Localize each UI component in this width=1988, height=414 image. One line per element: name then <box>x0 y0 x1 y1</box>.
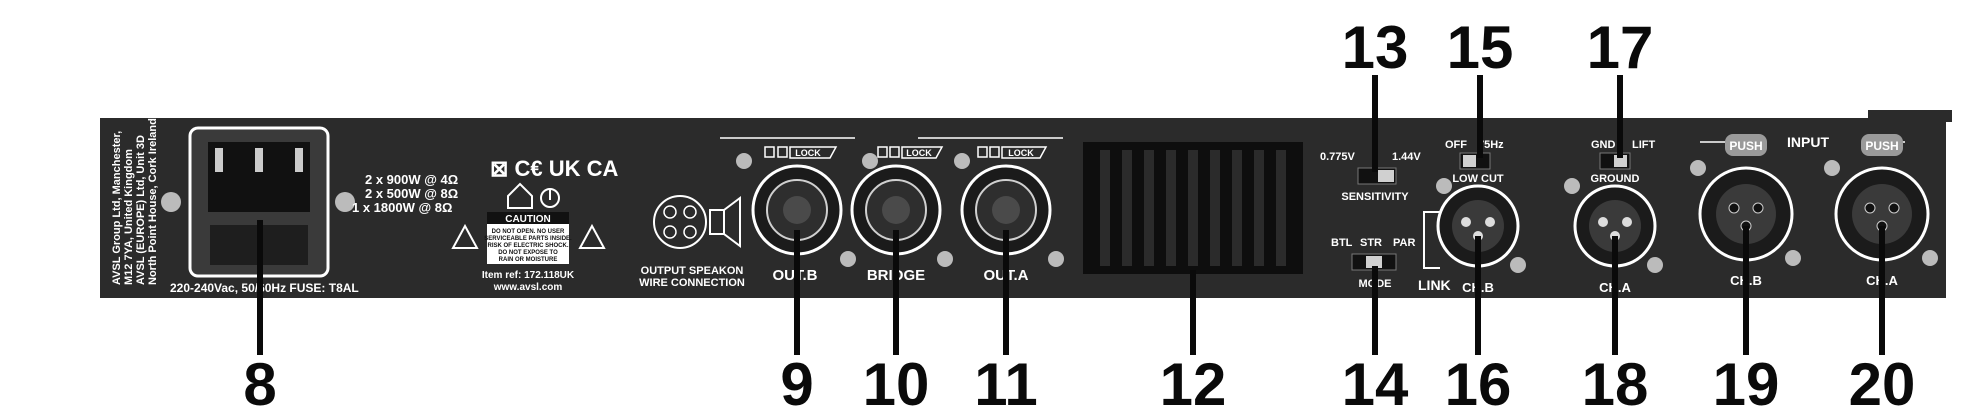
power-label: 220-240Vac, 50/60Hz FUSE: T8AL <box>170 281 359 295</box>
caution-line-4: DO NOT EXPOSE TO <box>498 250 558 256</box>
vent-grille <box>1083 142 1303 274</box>
power-ratings: 2 x 900W @ 4Ω 2 x 500W @ 8Ω 1 x 1800W @ … <box>352 172 458 215</box>
caution-label: CAUTION DO NOT OPEN. NO USER SERVICEABLE… <box>484 212 572 264</box>
callout-11: 11 <box>974 351 1037 414</box>
screw-icon <box>161 192 181 212</box>
callout-19: 19 <box>1713 351 1780 414</box>
lock-label: LOCK <box>795 148 821 158</box>
wire-connection-line-1: OUTPUT SPEAKON <box>641 265 744 277</box>
callout-16: 16 <box>1445 351 1512 414</box>
caution-line-3: RISK OF ELECTRIC SHOCK. <box>487 243 568 249</box>
callout-numbers: 8 9 10 11 12 13 14 15 16 17 18 19 20 <box>243 14 1915 414</box>
push-tab-label: PUSH <box>1729 139 1762 153</box>
screw-icon <box>1824 160 1840 176</box>
screw-icon <box>937 251 953 267</box>
caution-title: CAUTION <box>505 214 551 225</box>
callout-13: 13 <box>1342 14 1409 81</box>
callout-12: 12 <box>1160 351 1227 414</box>
screw-icon <box>1048 251 1064 267</box>
screw-icon <box>1922 250 1938 266</box>
ground-lift-label: LIFT <box>1632 139 1655 151</box>
speakon-bridge: LOCK <box>850 146 953 267</box>
lock-arrow-icon <box>901 146 944 159</box>
company-line-2: M12 7YA, United Kingdom <box>123 149 135 285</box>
callout-17: 17 <box>1587 14 1654 81</box>
panel-ear <box>1868 110 1952 122</box>
link-bracket <box>1423 211 1440 269</box>
company-line-4: North Point House, Cork Ireland <box>147 118 159 285</box>
screw-icon <box>736 153 752 169</box>
warning-triangle-icon <box>451 223 606 249</box>
lock-arrow-icon <box>1001 146 1048 159</box>
website: www.avsl.com <box>493 282 563 293</box>
callout-8: 8 <box>243 351 276 414</box>
screw-icon <box>1785 250 1801 266</box>
callout-15: 15 <box>1447 14 1514 81</box>
screw-icon <box>840 251 856 267</box>
item-reference: Item ref: 172.118UK <box>482 270 575 281</box>
push-tab-label: PUSH <box>1865 139 1898 153</box>
mode-str-label: STR <box>1360 237 1382 249</box>
callout-9: 9 <box>780 351 813 414</box>
speakon-out-a: LOCK <box>954 146 1064 267</box>
sensitivity-label: SENSITIVITY <box>1341 191 1409 203</box>
wire-connection-line-2: WIRE CONNECTION <box>639 277 745 289</box>
callout-10: 10 <box>863 351 930 414</box>
screw-icon <box>1647 257 1663 273</box>
screw-icon <box>1564 178 1580 194</box>
lowcut-label: LOW CUT <box>1452 173 1504 185</box>
sensitivity-switch[interactable] <box>1357 167 1397 185</box>
power-rating-3: 1 x 1800W @ 8Ω <box>352 200 452 215</box>
lock-label: LOCK <box>906 148 932 158</box>
company-line-1: AVSL Group Ltd, Manchester, <box>111 131 123 285</box>
ground-lift-switch[interactable] <box>1599 152 1631 170</box>
screw-icon <box>1436 178 1452 194</box>
sensitivity-high-label: 1.44V <box>1392 151 1421 163</box>
input-label: INPUT <box>1787 134 1829 150</box>
certification-marks: ⊠ C€ UK CA <box>490 156 619 181</box>
caution-line-2: SERVICEABLE PARTS INSIDE. <box>484 236 572 242</box>
screw-icon <box>335 192 355 212</box>
speakon-out-b: LOCK <box>736 146 856 267</box>
sensitivity-low-label: 0.775V <box>1320 151 1356 163</box>
callout-20: 20 <box>1849 351 1916 414</box>
callout-14: 14 <box>1342 351 1409 414</box>
caution-line-1: DO NOT OPEN. NO USER <box>492 229 565 235</box>
power-rating-2: 2 x 500W @ 8Ω <box>365 186 458 201</box>
speakon-wiring-icon <box>653 195 741 249</box>
lowcut-off-label: OFF <box>1445 139 1467 151</box>
screw-icon <box>862 153 878 169</box>
ground-gnd-label: GND <box>1591 139 1616 151</box>
company-address: AVSL Group Ltd, Manchester, M12 7YA, Uni… <box>111 118 159 285</box>
screw-icon <box>954 153 970 169</box>
lowcut-switch[interactable] <box>1459 152 1491 170</box>
mode-btl-label: BTL <box>1331 237 1353 249</box>
mode-par-label: PAR <box>1393 237 1415 249</box>
power-rating-1: 2 x 900W @ 4Ω <box>365 172 458 187</box>
ground-label: GROUND <box>1591 173 1640 185</box>
home-ground-icon <box>507 182 560 209</box>
xlr-input-ch-b: PUSH <box>1690 134 1801 266</box>
screw-icon <box>1690 160 1706 176</box>
callout-18: 18 <box>1582 351 1649 414</box>
leader-lines <box>257 75 1885 355</box>
xlr-input-ch-a: PUSH <box>1824 134 1938 266</box>
lock-label: LOCK <box>1008 148 1034 158</box>
link-label: LINK <box>1418 277 1451 293</box>
company-line-3: AVSL (EUROPE) Ltd, Unit 3D <box>135 135 147 285</box>
lowcut-hz-label: 75Hz <box>1478 139 1504 151</box>
screw-icon <box>1510 257 1526 273</box>
caution-line-5: RAIN OR MOISTURE <box>499 257 558 263</box>
lock-arrow-icon <box>789 146 838 159</box>
xlr-link-ch-b <box>1436 178 1526 273</box>
